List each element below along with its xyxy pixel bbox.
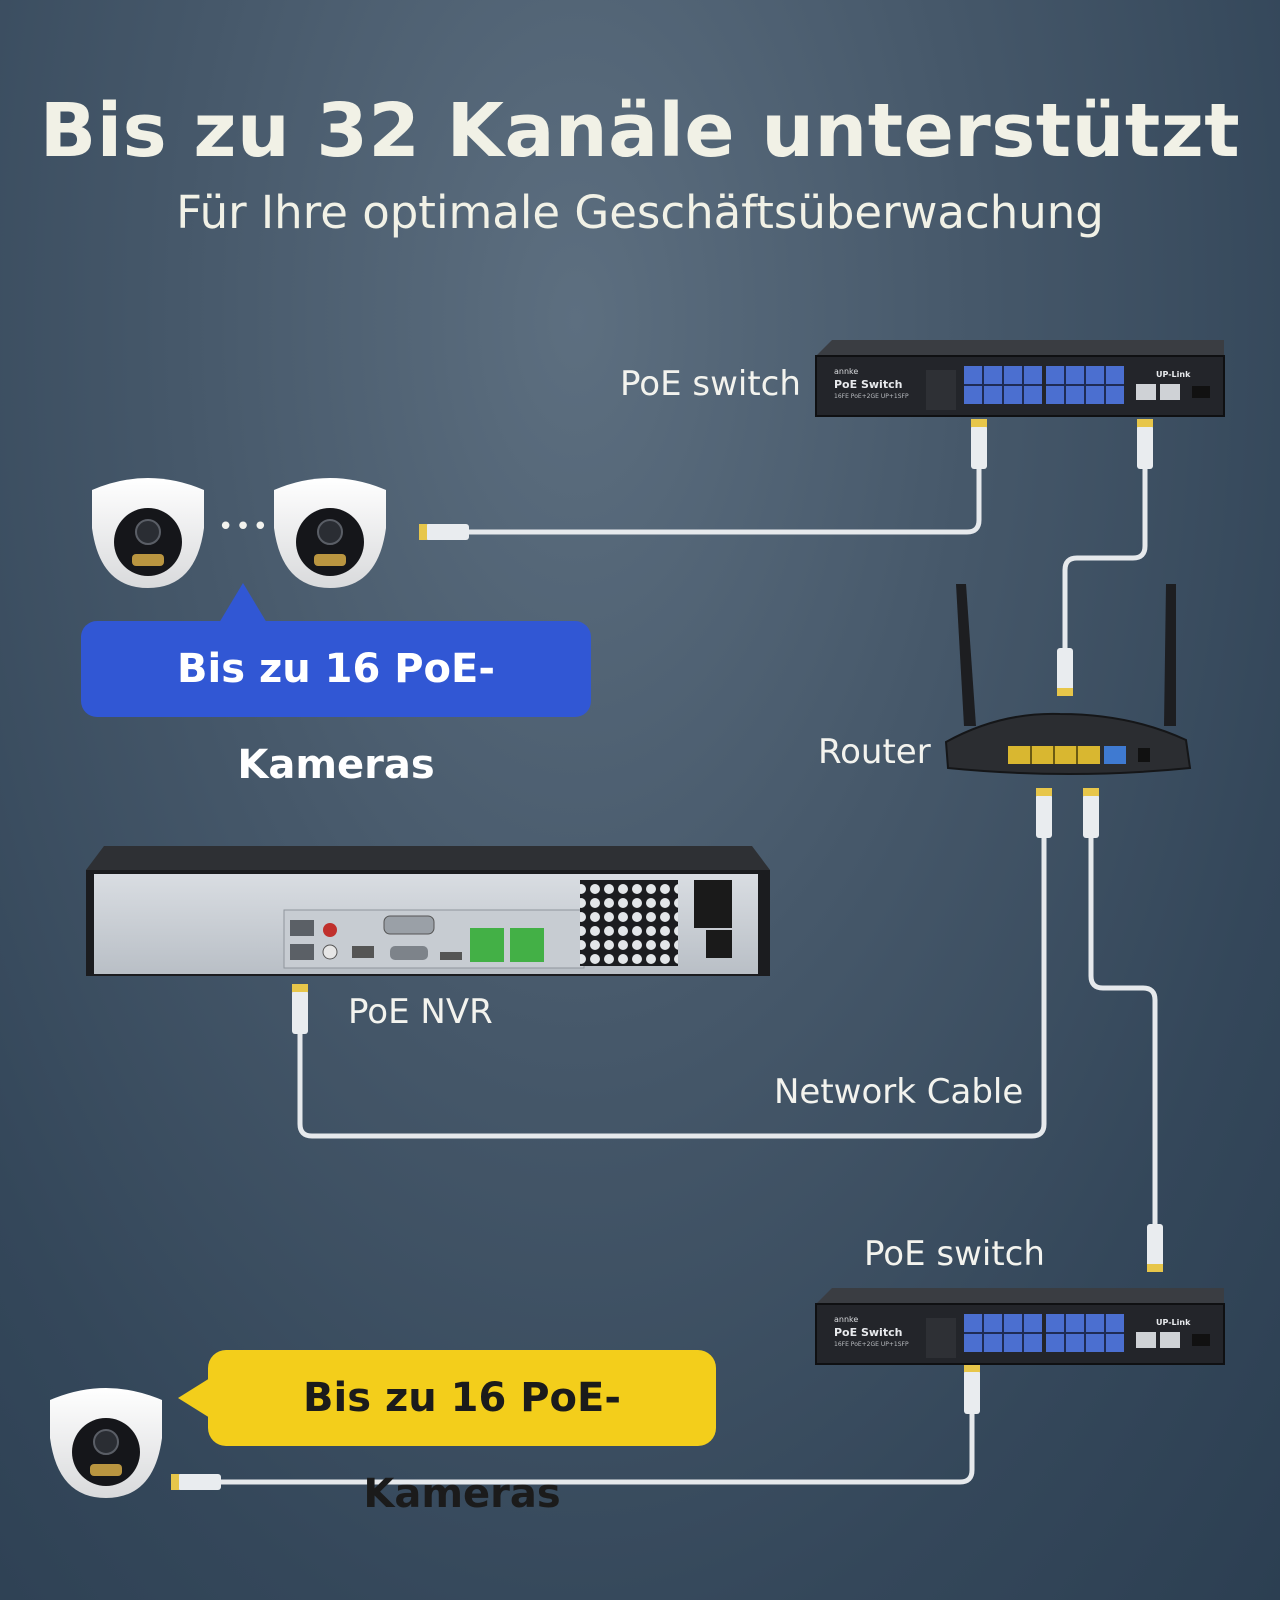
cable-switch-to-cameras	[465, 465, 982, 535]
cable-switch-bottom-to-camera	[203, 1409, 975, 1485]
poe-nvr-device	[86, 846, 770, 976]
poe-switch-bottom-device: annke PoE Switch 16FE PoE+2GE UP+1SFP UP…	[815, 1288, 1225, 1365]
label-poe-nvr: PoE NVR	[348, 992, 493, 1032]
svg-text:PoE Switch: PoE Switch	[834, 378, 902, 391]
svg-text:PoE Switch: PoE Switch	[834, 1326, 902, 1339]
cable-switch-to-router	[1062, 465, 1148, 655]
label-poe-switch-bottom: PoE switch	[864, 1234, 1045, 1274]
dome-camera-2	[274, 478, 386, 588]
svg-text:annke: annke	[834, 1315, 858, 1324]
cable-router-to-nvr	[297, 833, 1047, 1139]
svg-text:UP-Link: UP-Link	[1156, 1318, 1191, 1327]
dome-camera-3	[50, 1388, 162, 1498]
dome-camera-1	[92, 478, 204, 588]
svg-text:UP-Link: UP-Link	[1156, 370, 1191, 379]
label-network-cable: Network Cable	[774, 1072, 1024, 1112]
router-device	[944, 584, 1192, 775]
svg-text:annke: annke	[834, 367, 858, 376]
cable-router-to-switch-bottom	[1088, 833, 1158, 1235]
rj45-connectors	[171, 419, 1163, 1490]
poe-switch-top-device: annke PoE Switch 16FE PoE+2GE UP+1SFP UP…	[815, 340, 1225, 417]
camera-ellipsis: •••	[218, 512, 271, 542]
label-poe-switch-top: PoE switch	[620, 364, 801, 404]
callout-cameras-bottom: Bis zu 16 PoE-Kameras	[178, 1350, 716, 1517]
svg-text:16FE PoE+2GE UP+1SFP: 16FE PoE+2GE UP+1SFP	[834, 1341, 909, 1348]
page-subtitle: Für Ihre optimale Geschäftsüberwachung	[176, 186, 1104, 239]
callout-cameras-top: Bis zu 16 PoE-Kameras	[81, 583, 591, 788]
label-router: Router	[818, 732, 931, 772]
svg-text:16FE PoE+2GE UP+1SFP: 16FE PoE+2GE UP+1SFP	[834, 393, 909, 400]
page-title: Bis zu 32 Kanäle unterstützt	[39, 88, 1241, 174]
